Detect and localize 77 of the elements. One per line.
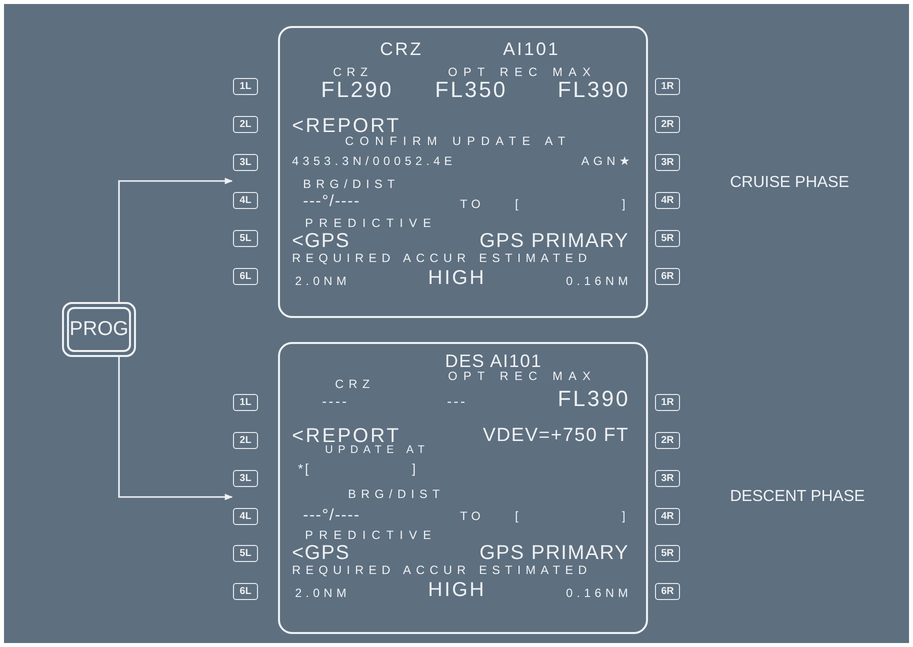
screen-text: PREDICTIVE	[305, 217, 438, 229]
screen-text: ---	[447, 394, 467, 408]
display-screen	[278, 26, 648, 318]
line-select-key: 1L	[233, 394, 258, 411]
line-select-key: 2L	[233, 116, 258, 133]
line-select-key: 2R	[655, 116, 680, 133]
line-select-key: 4L	[233, 508, 258, 525]
screen-text: ]	[622, 510, 626, 522]
screen-text: GPS PRIMARY	[479, 543, 629, 563]
screen-text: <GPS	[292, 543, 350, 563]
screen-text: FL290	[321, 79, 394, 101]
line-select-key: 3L	[233, 154, 258, 171]
line-select-key: 6L	[233, 268, 258, 285]
line-select-key: 6L	[233, 583, 258, 600]
line-select-key: 4L	[233, 192, 258, 209]
arrow	[118, 178, 233, 302]
screen-text: REQUIRED ACCUR ESTIMATED	[292, 252, 592, 264]
screen-text: OPT REC MAX	[448, 370, 596, 382]
screen-text: [	[515, 198, 518, 210]
screen-text: REQUIRED ACCUR ESTIMATED	[292, 564, 592, 576]
screen-text: CRZ	[333, 66, 373, 78]
line-select-key: 4R	[655, 508, 680, 525]
screen-text: CRZ	[380, 40, 423, 58]
screen-text: HIGH	[428, 580, 486, 600]
line-select-key: 3R	[655, 470, 680, 487]
screen-text: FL390	[558, 79, 630, 101]
line-select-key: 4R	[655, 192, 680, 209]
screen-text: BRG/DIST	[348, 488, 445, 500]
line-select-key: 3R	[655, 154, 680, 171]
line-select-key: 1R	[655, 78, 680, 95]
screen-text: OPT REC MAX	[448, 66, 596, 78]
screen-text: CRZ	[335, 378, 375, 390]
screen-text: FL390	[558, 388, 630, 410]
screen-text: UPDATE AT	[325, 445, 430, 456]
screen-text: [	[515, 510, 518, 522]
screen-text: TO	[460, 198, 484, 210]
line-select-key: 1R	[655, 394, 680, 411]
screen-text: AGN★	[581, 155, 634, 167]
screen-text: 2.0NM	[295, 275, 350, 287]
screen-text: HIGH	[428, 268, 486, 288]
screen-text: DES AI101	[445, 352, 542, 370]
phase-label: CRUISE PHASE	[730, 174, 850, 192]
screen-text: VDEV=+750 FT	[482, 426, 629, 445]
screen-text: ---°/----	[303, 194, 360, 210]
screen-text: ]	[412, 462, 418, 475]
screen-text: TO	[460, 510, 484, 522]
screen-text: ]	[622, 198, 626, 210]
screen-text: AI101	[503, 40, 560, 58]
screen-text: 0.16NM	[566, 587, 632, 599]
screen-text: ---°/----	[303, 508, 360, 524]
line-select-key: 2L	[233, 432, 258, 449]
screen-text: <REPORT	[292, 116, 401, 136]
line-select-key: 5L	[233, 230, 258, 247]
display-screen	[278, 342, 648, 634]
screen-text: <REPORT	[292, 426, 401, 446]
screen-text: <GPS	[292, 231, 350, 251]
line-select-key: 3L	[233, 470, 258, 487]
line-select-key: 1L	[233, 78, 258, 95]
screen-text: 2.0NM	[295, 587, 350, 599]
screen-text: CONFIRM UPDATE AT	[345, 135, 572, 147]
phase-label: DESCENT PHASE	[730, 488, 865, 506]
screen-text: GPS PRIMARY	[479, 231, 629, 251]
line-select-key: 5R	[655, 545, 680, 562]
screen-text: 0.16NM	[566, 275, 632, 287]
line-select-key: 6R	[655, 268, 680, 285]
screen-text: PREDICTIVE	[305, 529, 438, 541]
screen-text: FL350	[435, 79, 508, 101]
line-select-key: 6R	[655, 583, 680, 600]
screen-text: *[	[298, 462, 311, 475]
line-select-key: 2R	[655, 432, 680, 449]
screen-text: ----	[322, 394, 349, 408]
screen-text: BRG/DIST	[303, 178, 400, 190]
arrow	[118, 357, 233, 500]
line-select-key: 5R	[655, 230, 680, 247]
screen-text: 4353.3N/00052.4E	[292, 155, 456, 167]
prog-key: PROG	[67, 307, 131, 352]
line-select-key: 5L	[233, 545, 258, 562]
